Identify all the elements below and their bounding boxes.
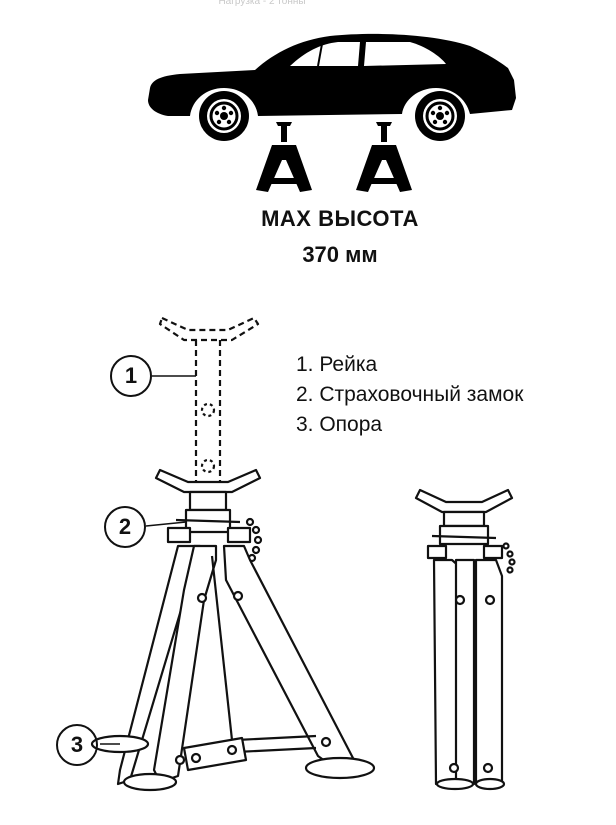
callout-2: 2 — [104, 506, 146, 548]
callout-3: 3 — [56, 724, 98, 766]
legend-item-safety-lock: 2. Страховочный замок — [296, 383, 524, 406]
wheel-icon — [415, 91, 465, 141]
parts-legend: 1. Рейка 2. Страховочный замок 3. Опора — [296, 350, 523, 440]
max-height-label: MAX ВЫСОТА — [261, 206, 419, 231]
jack-stand-folded — [414, 488, 516, 791]
jack-stand-large — [90, 316, 376, 792]
callout-1: 1 — [110, 355, 152, 397]
callout-leaders — [100, 375, 196, 745]
legend-item-support: 3. Опора — [296, 413, 383, 436]
jack-stand-icon — [256, 122, 312, 192]
wheel-icon — [199, 91, 249, 141]
car-silhouette-icon — [148, 33, 516, 116]
legend-item-rail: 1. Рейка — [296, 353, 378, 376]
top-caption: Нагрузка - 2 тонны — [218, 0, 306, 7]
jack-stand-icon — [356, 122, 412, 192]
max-height-value: 370 мм — [302, 242, 378, 267]
